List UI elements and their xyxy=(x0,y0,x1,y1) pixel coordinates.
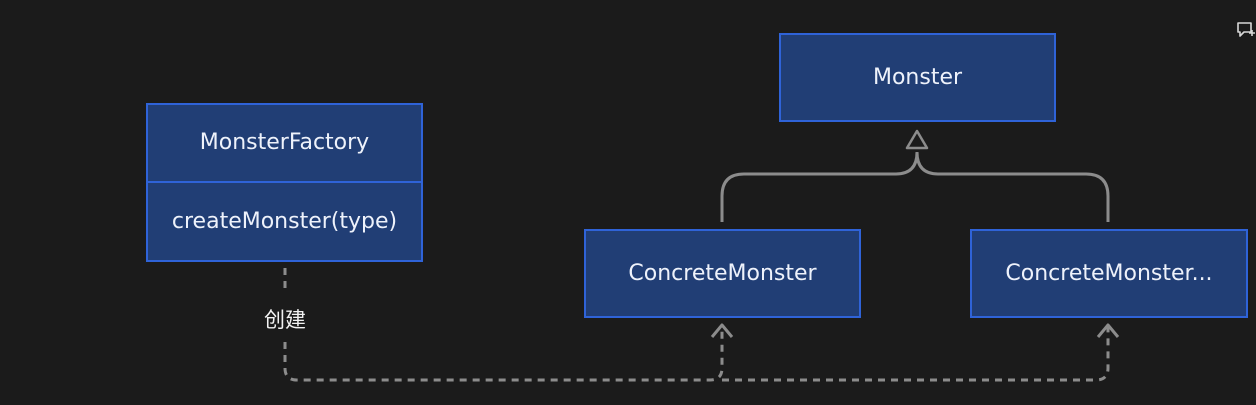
inheritance-edge-b xyxy=(915,151,1110,222)
create-edge-to-concrete-a xyxy=(283,327,724,382)
factory-method-label: createMonster(type) xyxy=(171,208,398,234)
factory-name-section: MonsterFactory xyxy=(148,105,421,183)
create-edge-label: 创建 xyxy=(262,304,308,334)
concrete-monster-a-label: ConcreteMonster xyxy=(628,261,817,286)
inheritance-edge-a xyxy=(720,151,919,222)
create-arrowhead-b xyxy=(1096,323,1120,338)
factory-method-section: createMonster(type) xyxy=(148,183,421,261)
node-concrete-monster-b[interactable]: ConcreteMonster... xyxy=(970,229,1248,318)
factory-name-label: MonsterFactory xyxy=(199,130,370,156)
add-comment-icon[interactable] xyxy=(1236,20,1256,40)
monster-label: Monster xyxy=(872,65,963,90)
create-arrowhead-a xyxy=(710,323,734,338)
create-edge-to-concrete-b xyxy=(722,327,1110,382)
inheritance-arrowhead xyxy=(905,129,929,150)
node-monster[interactable]: Monster xyxy=(779,33,1056,122)
concrete-monster-b-label: ConcreteMonster... xyxy=(1005,261,1213,286)
node-monster-factory[interactable]: MonsterFactory createMonster(type) xyxy=(146,103,423,262)
node-concrete-monster-a[interactable]: ConcreteMonster xyxy=(584,229,861,318)
